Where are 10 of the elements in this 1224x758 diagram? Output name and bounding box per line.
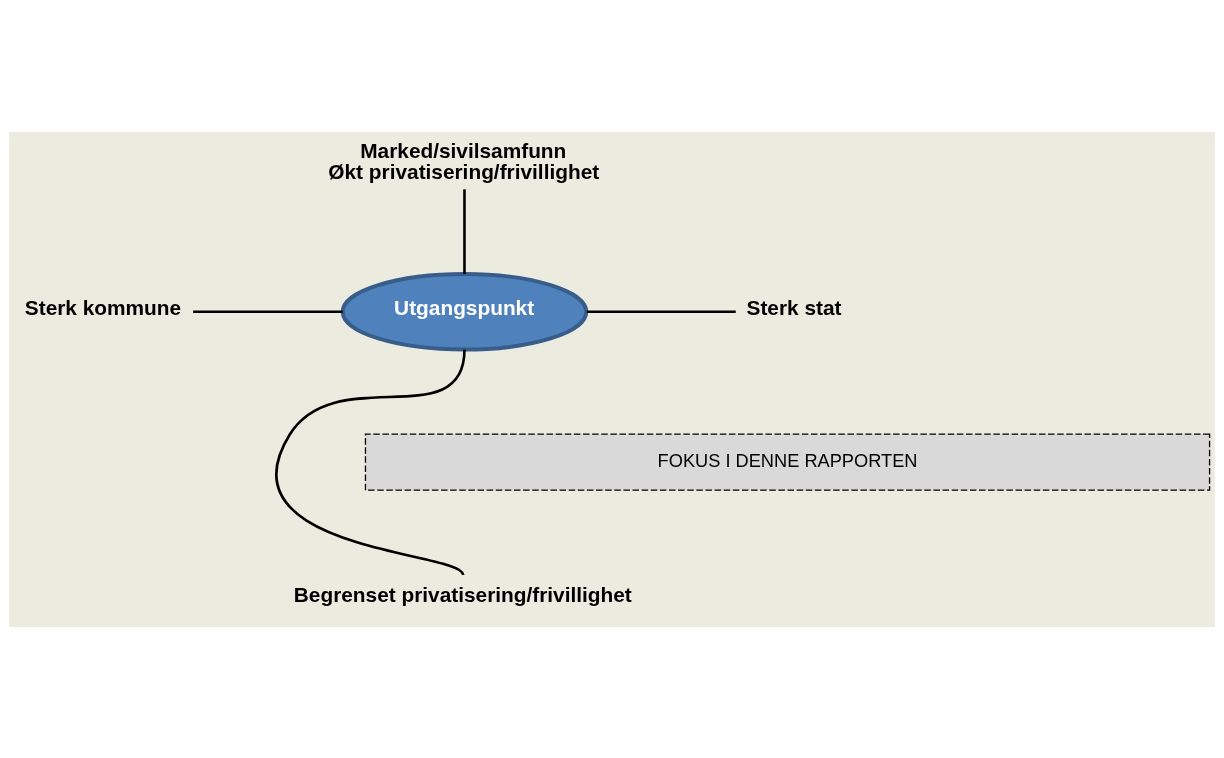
node-ellipse: Utgangspunkt [340, 271, 589, 351]
node-text: Sterk kommune [24, 295, 182, 319]
node-text: Begrenset privatisering/frivillighet [293, 582, 632, 606]
connector [275, 348, 466, 576]
connector [463, 188, 466, 274]
connector [586, 309, 736, 313]
connector [193, 309, 343, 313]
node-text: Marked/sivilsamfunn Økt privatisering/frivillighet [328, 138, 600, 183]
node-text: Sterk stat [746, 295, 842, 319]
label: FOKUS I DENNE RAPPORTEN [657, 449, 918, 471]
